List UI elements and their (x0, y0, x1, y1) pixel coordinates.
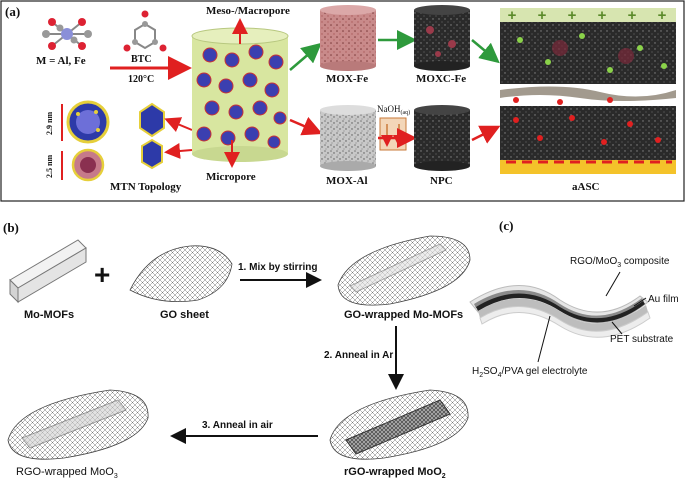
panel-a-frame (0, 0, 685, 202)
separator (500, 86, 676, 101)
electrolyte-label: H2SO4/PVA gel electrolyte (472, 366, 588, 379)
panel-c: (c) RGO/MoO3 composite Au film PET subst… (469, 218, 679, 379)
go-wrapped-label: GO-wrapped Mo-MOFs (344, 309, 463, 321)
positive-sign: + (508, 7, 517, 24)
mox-fe-cylinder (320, 5, 376, 71)
rgo-wrapped-moo2 (329, 389, 469, 460)
moxc-fe-cylinder (414, 5, 470, 71)
electrolyte-pointer (537, 315, 551, 363)
step2-label: 2. Anneal in Ar (324, 350, 393, 361)
pore-structure-small (71, 148, 105, 182)
rgo-moo2-label: rGO-wrapped MoO2 (344, 466, 446, 480)
btc-label: BTC (131, 54, 152, 65)
pore-spheres (196, 44, 287, 149)
positive-electrode (500, 22, 676, 84)
naoh-treatment (379, 117, 407, 151)
npc-cylinder (414, 105, 470, 171)
npc-label: NPC (430, 175, 453, 187)
positive-sign: + (628, 7, 637, 24)
pet-pointer (611, 321, 623, 335)
mox-al-label: MOX-Al (326, 175, 368, 187)
mox-fe-label: MOX-Fe (326, 73, 368, 85)
aasc-label: aASC (572, 181, 600, 193)
panel-b: (b) Mo-MOFs + GO sheet 1. Mix by stirrin… (3, 220, 471, 480)
go-sheet (129, 245, 233, 302)
au-film-pointer (633, 297, 647, 307)
micro-label: Micropore (206, 171, 256, 183)
positive-sign: + (658, 7, 667, 24)
arrow-to-negative (471, 125, 501, 144)
mo-mof-rod (9, 239, 87, 304)
negative-electrode (500, 106, 676, 160)
positive-sign: + (538, 7, 547, 24)
plus-sign: + (94, 259, 110, 290)
topology-label: MTN Topology (110, 181, 182, 193)
arrow-to-mox-fe (289, 42, 322, 71)
composite-label: RGO/MoO3 composite (570, 256, 670, 269)
rgo-wrapped-moo3 (7, 389, 149, 460)
aasc-device (500, 8, 676, 174)
arrow-to-mox-al (289, 116, 323, 136)
step1-label: 1. Mix by stirring (238, 262, 317, 273)
panel-a: (a) M = Al, Fe BTC 120°C (0, 0, 685, 202)
temperature-label: 120°C (128, 74, 154, 85)
pet-label: PET substrate (610, 334, 674, 345)
pore-structure-large (66, 100, 110, 144)
topology-arrow-2 (164, 143, 193, 159)
metal-cluster-molecule (42, 18, 92, 50)
topology-arrow-1 (164, 117, 193, 132)
positive-sign: + (568, 7, 577, 24)
positive-collector (500, 8, 676, 22)
meso-label: Meso-/Macropore (206, 5, 290, 17)
panel-b-label: (b) (3, 220, 19, 235)
au-film-label: Au film (648, 294, 679, 305)
size-large-label: 2.9 nm (45, 112, 54, 135)
step3-label: 3. Anneal in air (202, 420, 273, 431)
naoh-label: NaOH(aq) (377, 104, 410, 116)
go-wrapped-mof (337, 235, 471, 306)
moxc-fe-label: MOXC-Fe (416, 73, 466, 85)
mo-mofs-label: Mo-MOFs (24, 309, 74, 321)
size-small-label: 2.5 nm (45, 155, 54, 178)
mtn-polyhedra (139, 102, 165, 170)
panel-a-label: (a) (5, 4, 20, 19)
go-sheet-label: GO sheet (160, 309, 209, 321)
panel-c-label: (c) (499, 218, 513, 233)
rgo-moo3-label: RGO-wrapped MoO3 (16, 466, 118, 480)
arrow-to-positive (471, 39, 500, 64)
btc-molecule (123, 10, 167, 52)
composite-pointer (605, 271, 621, 297)
mox-al-cylinder (320, 105, 376, 171)
positive-sign: + (598, 7, 607, 24)
mof-cylinder (191, 27, 289, 162)
flexible-device (469, 285, 651, 338)
positive-signs: + + + + + + (508, 7, 667, 24)
metal-label: M = Al, Fe (36, 55, 86, 67)
